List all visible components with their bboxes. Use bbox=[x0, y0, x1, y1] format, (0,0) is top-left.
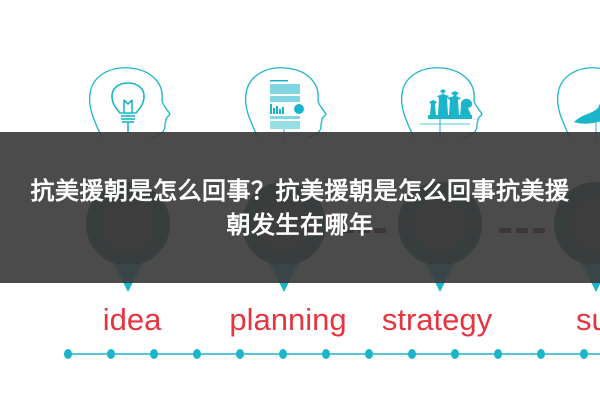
head-outline-strategy bbox=[400, 67, 483, 139]
chess-pieces-icon bbox=[420, 89, 472, 140]
headline-title: 抗美援朝是怎么回事？抗美援朝是怎么回事抗美援朝发生在哪年 bbox=[30, 176, 570, 239]
step-label-strategy: strategy bbox=[381, 302, 493, 337]
head-outline-success bbox=[556, 67, 600, 139]
step-label-idea: idea bbox=[102, 302, 162, 337]
title-overlay-band: 抗美援朝是怎么回事？抗美援朝是怎么回事抗美援朝发生在哪年 bbox=[0, 132, 600, 283]
head-outline-idea bbox=[88, 67, 171, 139]
dotted-timeline bbox=[64, 349, 600, 359]
head-outline-planning bbox=[244, 67, 327, 139]
head-outlines bbox=[88, 67, 600, 139]
step-label-planning: planning bbox=[229, 302, 347, 337]
lightbulb-icon bbox=[111, 82, 145, 132]
step-label-success: succ bbox=[576, 302, 600, 337]
